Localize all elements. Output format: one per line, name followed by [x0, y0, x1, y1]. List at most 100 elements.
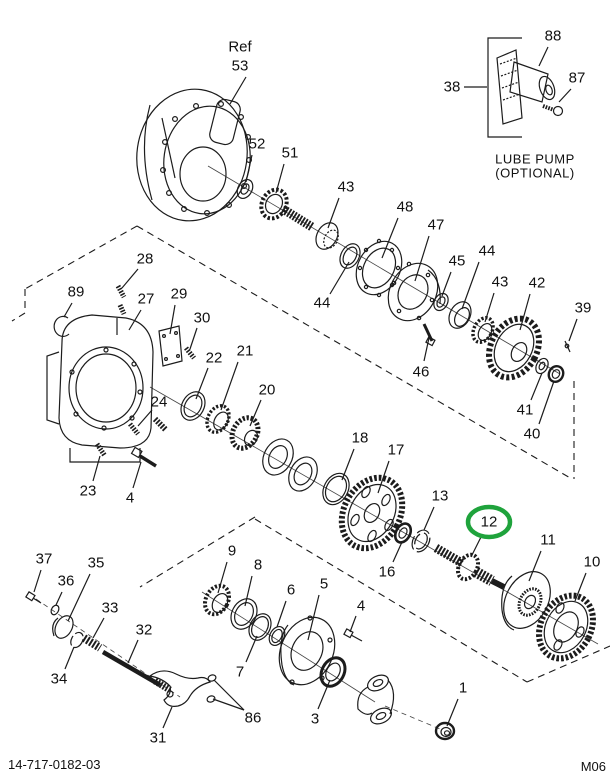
leader-line-87 — [558, 88, 572, 103]
part-8-ring-drawing — [230, 598, 258, 630]
part-39-pin-drawing — [564, 340, 571, 353]
part-label-13[interactable]: 13 — [431, 487, 449, 505]
part-label-46[interactable]: 46 — [412, 363, 430, 381]
part-5-cover-drawing — [278, 615, 336, 686]
part-label-27[interactable]: 27 — [137, 290, 155, 308]
part-label-47[interactable]: 47 — [427, 216, 445, 234]
part-10-gear-drawing — [536, 592, 596, 662]
part-label-52[interactable]: 52 — [248, 135, 266, 153]
part-label-33[interactable]: 33 — [101, 599, 119, 617]
part-label-42[interactable]: 42 — [528, 274, 546, 292]
part-label-9[interactable]: 9 — [227, 542, 237, 560]
part-9-bearing-drawing — [203, 583, 231, 617]
green-highlight-ellipse — [465, 504, 513, 540]
part-label-86[interactable]: 86 — [244, 709, 262, 727]
leader-line-43b — [484, 292, 495, 323]
part-label-37[interactable]: 37 — [35, 550, 53, 568]
part-label-35[interactable]: 35 — [87, 554, 105, 572]
part-label-48[interactable]: 48 — [396, 198, 414, 216]
leader-line-45 — [441, 271, 452, 297]
part-label-30[interactable]: 30 — [193, 309, 211, 327]
part-37-bolt-drawing — [25, 591, 42, 604]
leader-line-4a — [132, 461, 142, 489]
part-label-87[interactable]: 87 — [568, 69, 586, 87]
part-label-18[interactable]: 18 — [351, 429, 369, 447]
part-label-8[interactable]: 8 — [253, 556, 263, 574]
part-label-12[interactable]: 12 — [480, 513, 498, 531]
leader-line-12 — [470, 534, 483, 558]
part-20-bevel-gear-drawing — [229, 415, 261, 451]
leader-line-31 — [162, 706, 173, 729]
part-label-21[interactable]: 21 — [236, 342, 254, 360]
leader-line-41 — [530, 372, 543, 401]
part-label-22[interactable]: 22 — [205, 349, 223, 367]
part-label-7[interactable]: 7 — [235, 663, 245, 681]
part-86-pins-drawing — [206, 674, 217, 703]
part-label-20[interactable]: 20 — [258, 381, 276, 399]
part-label-31[interactable]: 31 — [149, 729, 167, 747]
part-21-bearing-drawing — [205, 404, 231, 434]
part-label-3[interactable]: 3 — [310, 710, 320, 728]
leader-line-33 — [92, 617, 105, 639]
part-30-screw-drawing — [184, 346, 196, 360]
leader-line-10 — [574, 572, 587, 602]
part-label-24[interactable]: 24 — [150, 393, 168, 411]
leader-line-18 — [341, 448, 355, 481]
part-label-17[interactable]: 17 — [387, 441, 405, 459]
leader-line-1 — [446, 698, 459, 727]
leader-line-24 — [137, 409, 153, 427]
part-label-34[interactable]: 34 — [50, 670, 68, 688]
part-89-snap-ring-drawing — [53, 315, 70, 337]
part-label-4a[interactable]: 4 — [125, 489, 135, 507]
leader-line-51 — [275, 163, 285, 194]
leader-line-34 — [64, 646, 75, 670]
part-label-29[interactable]: 29 — [170, 285, 188, 303]
part-label-39[interactable]: 39 — [574, 299, 592, 317]
part-44a-ring-drawing — [339, 243, 361, 269]
leader-line-86 — [213, 679, 245, 711]
part-7-ring-drawing — [248, 613, 272, 641]
part-label-43b[interactable]: 43 — [491, 273, 509, 291]
part-45-ring-drawing — [433, 292, 449, 312]
part-label-16[interactable]: 16 — [378, 563, 396, 581]
part-label-89[interactable]: 89 — [67, 283, 85, 301]
part-11-clutch-drum-drawing — [501, 571, 551, 631]
part-label-44b[interactable]: 44 — [478, 242, 496, 260]
part-label-11[interactable]: 11 — [540, 531, 556, 549]
part-17-gear-drawing — [338, 474, 406, 552]
part-32-shift-rod-drawing — [101, 650, 172, 694]
part-label-53[interactable]: 53 — [231, 57, 249, 75]
leader-line-44a — [329, 261, 350, 295]
part-label-32[interactable]: 32 — [135, 621, 153, 639]
drive-yoke-drawing — [357, 674, 395, 725]
part-label-28[interactable]: 28 — [136, 250, 154, 268]
part-label-5[interactable]: 5 — [319, 575, 329, 593]
part-41-washer-drawing — [535, 357, 549, 375]
part-label-36[interactable]: 36 — [57, 572, 75, 590]
leader-line-4b — [349, 615, 357, 633]
part-label-1[interactable]: 1 — [458, 679, 468, 697]
leader-line-39 — [568, 318, 578, 342]
part-label-40[interactable]: 40 — [523, 425, 541, 443]
part-label-23[interactable]: 23 — [79, 482, 97, 500]
leader-line-28 — [121, 268, 139, 289]
part-label-38[interactable]: 38 — [443, 78, 461, 96]
part-label-44a[interactable]: 44 — [313, 294, 331, 312]
part-label-10[interactable]: 10 — [583, 553, 601, 571]
part-label-41[interactable]: 41 — [516, 401, 534, 419]
part-label-51[interactable]: 51 — [281, 144, 299, 162]
leader-line-43a — [327, 197, 340, 229]
part-46-bolt-drawing — [422, 323, 436, 347]
part-label-4b[interactable]: 4 — [356, 597, 366, 615]
part-label-45[interactable]: 45 — [448, 252, 466, 270]
part-31-shift-fork-drawing — [148, 670, 211, 707]
part-13-snap-ring-drawing — [411, 529, 431, 553]
part-label-ref[interactable]: Ref — [228, 38, 252, 56]
part-label-6[interactable]: 6 — [286, 581, 296, 599]
part-label-43a[interactable]: 43 — [337, 178, 355, 196]
leader-line-29 — [169, 304, 176, 335]
part-label-88[interactable]: 88 — [544, 27, 562, 45]
leader-line-27 — [128, 309, 142, 331]
part-3-seal-drawing — [319, 656, 347, 688]
